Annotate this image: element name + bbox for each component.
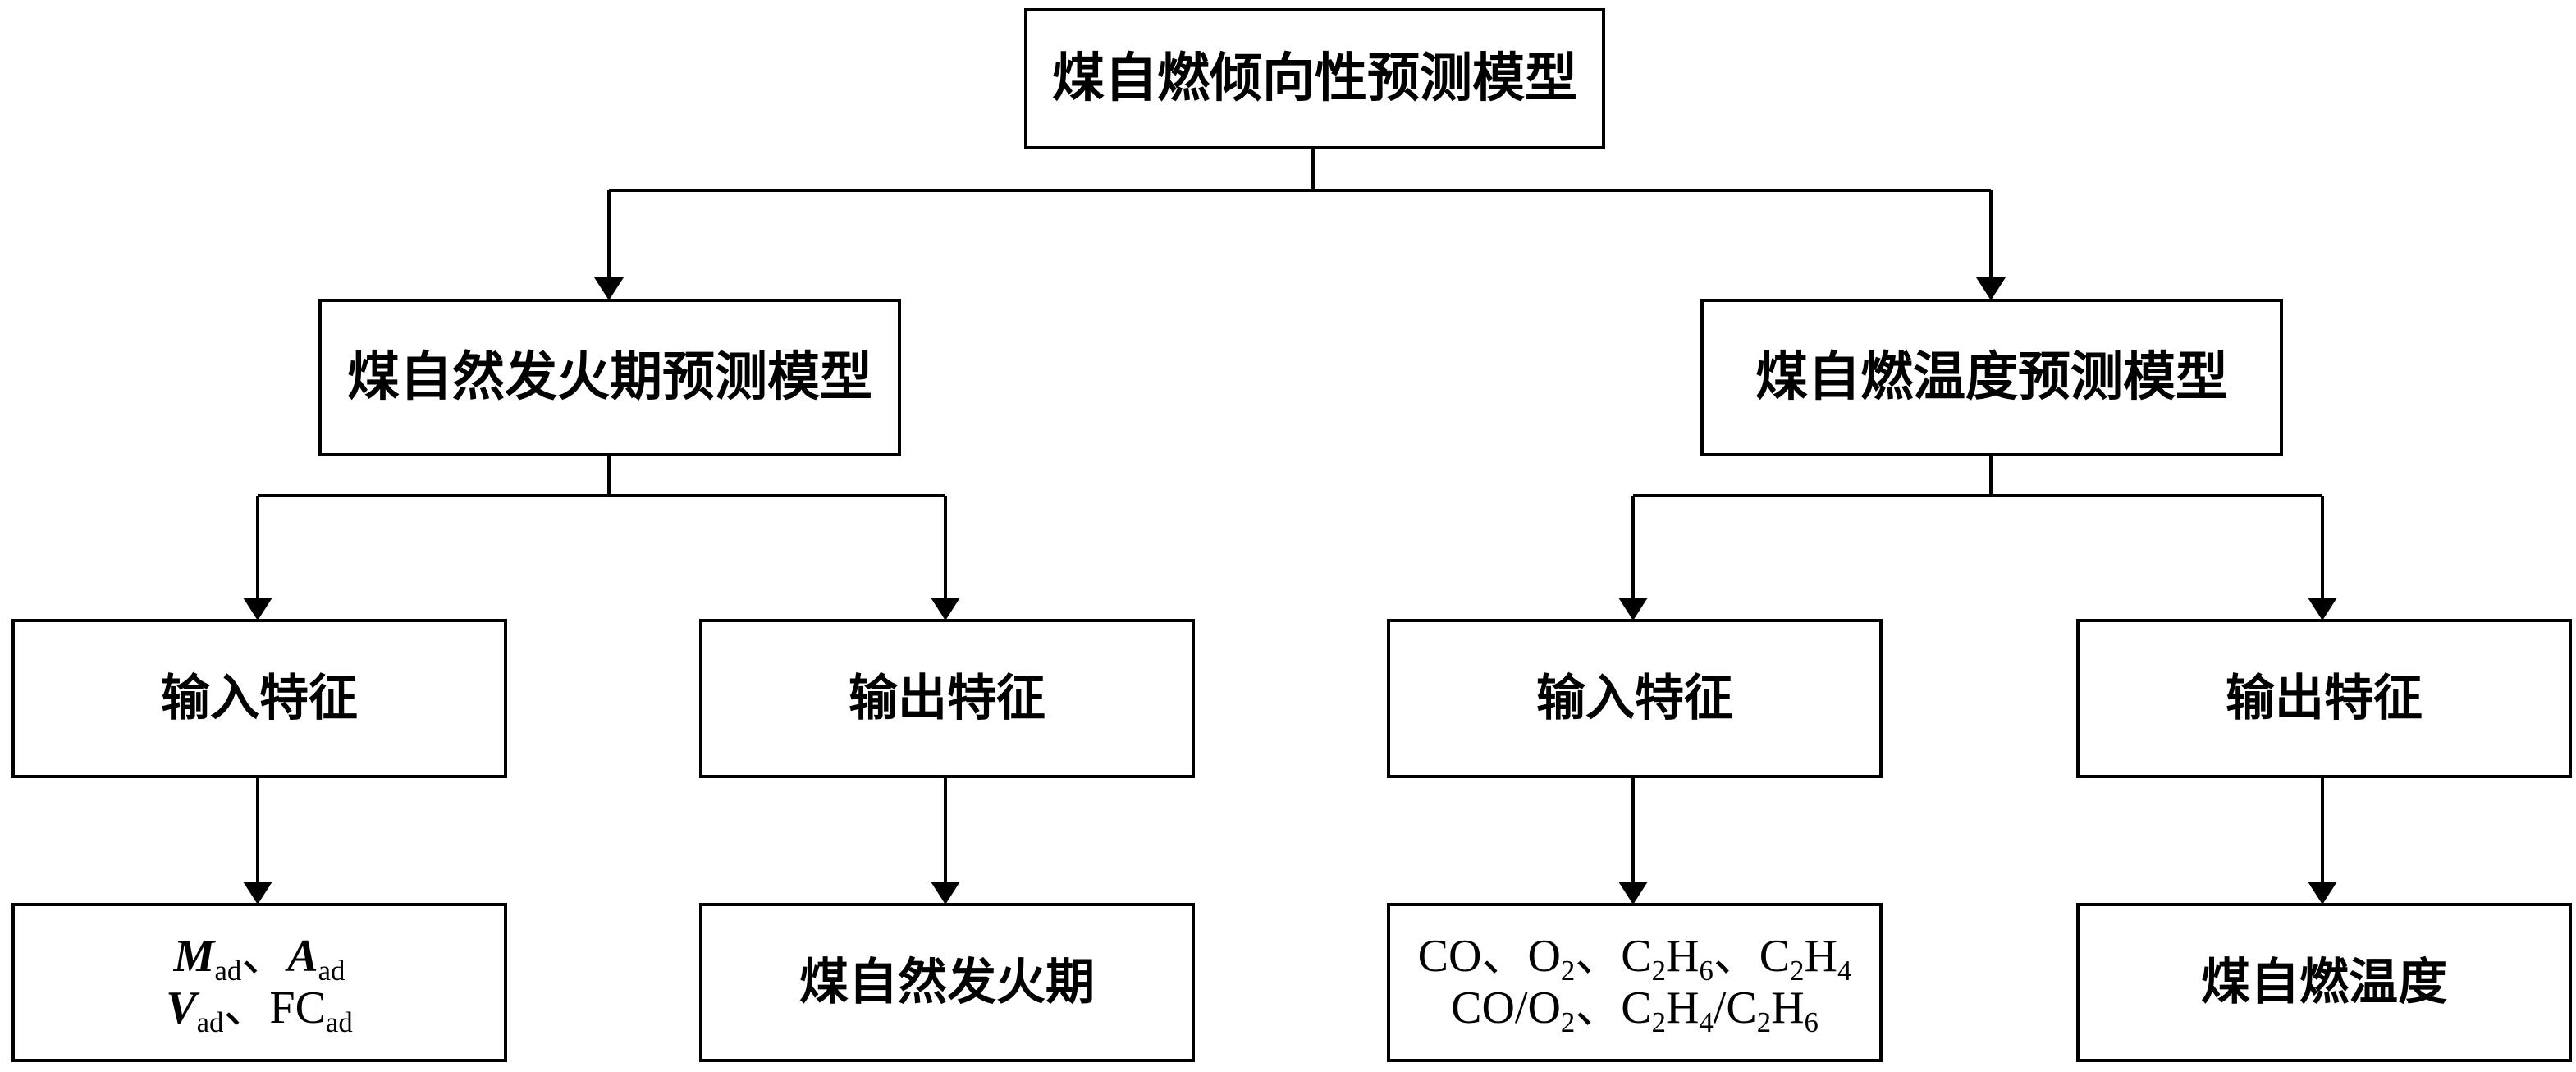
- arrowhead: [243, 882, 272, 905]
- subscript: 4: [1837, 955, 1852, 987]
- right-input-feature-node: 输入特征: [1387, 619, 1883, 778]
- ash-subscript: ad: [318, 955, 345, 987]
- moisture-symbol: M: [173, 931, 215, 983]
- left-output-feature-node: 输出特征: [699, 619, 1195, 778]
- fixed-carbon-symbol: FC: [269, 983, 326, 1033]
- left-output-value-label: 煤自然发火期: [799, 954, 1095, 1011]
- root-label: 煤自燃倾向性预测模型: [1052, 48, 1577, 109]
- arrowhead: [1618, 882, 1648, 905]
- arrowhead: [243, 598, 272, 621]
- right-model-node: 煤自燃温度预测模型: [1700, 299, 2283, 456]
- right-output-feature-label: 输出特征: [2226, 670, 2423, 727]
- arrowhead: [2308, 882, 2337, 905]
- left-input-feature-label: 输入特征: [161, 670, 358, 727]
- subscript: 2: [1560, 955, 1576, 987]
- root-node: 煤自燃倾向性预测模型: [1024, 8, 1605, 149]
- left-input-feature-node: 输入特征: [11, 619, 507, 778]
- subscript: 2: [1651, 955, 1666, 987]
- gas-text: CO/O: [1451, 983, 1561, 1033]
- fixed-carbon-subscript: ad: [325, 1006, 353, 1039]
- right-output-feature-node: 输出特征: [2076, 619, 2572, 778]
- subscript: 2: [1651, 1006, 1666, 1039]
- separator: 、: [223, 983, 270, 1033]
- right-input-values-line1: CO、O2、C2H6、C2H4: [1417, 931, 1852, 985]
- arrowhead: [594, 277, 624, 300]
- right-input-values-node: CO、O2、C2H6、C2H4 CO/O2、C2H4/C2H6: [1387, 903, 1883, 1062]
- volatile-subscript: ad: [196, 1006, 224, 1039]
- left-output-feature-label: 输出特征: [849, 670, 1045, 727]
- subscript: 2: [1756, 1006, 1772, 1039]
- left-input-values-line1: Mad、Aad: [173, 931, 345, 985]
- subscript: 2: [1560, 1006, 1576, 1039]
- gas-text: /C: [1713, 983, 1757, 1033]
- right-model-label: 煤自燃温度预测模型: [1755, 346, 2228, 408]
- gas-text: H: [1665, 983, 1700, 1033]
- arrowhead: [931, 882, 960, 905]
- separator: 、: [241, 931, 288, 983]
- arrowhead: [1976, 277, 2006, 300]
- right-input-feature-label: 输入特征: [1536, 670, 1733, 727]
- arrowhead: [2308, 598, 2337, 621]
- subscript: 4: [1699, 1006, 1714, 1039]
- arrowhead: [1618, 598, 1648, 621]
- ash-symbol: A: [287, 931, 318, 983]
- subscript: 2: [1790, 955, 1805, 987]
- right-output-value-label: 煤自燃温度: [2201, 954, 2447, 1011]
- left-model-label: 煤自然发火期预测模型: [347, 346, 872, 408]
- gas-text: CO、O: [1417, 931, 1561, 983]
- gas-text: H: [1804, 931, 1837, 983]
- volatile-symbol: V: [166, 983, 197, 1033]
- gas-text: 、C: [1713, 931, 1791, 983]
- gas-text: H: [1665, 931, 1700, 983]
- subscript: 6: [1804, 1006, 1819, 1039]
- left-input-values-line2: Vad、FCad: [166, 983, 352, 1037]
- left-input-values-node: Mad、Aad Vad、FCad: [11, 903, 507, 1062]
- right-output-value-node: 煤自燃温度: [2076, 903, 2572, 1062]
- gas-text: 、C: [1575, 983, 1652, 1033]
- gas-text: 、C: [1575, 931, 1652, 983]
- moisture-subscript: ad: [214, 955, 242, 987]
- left-model-node: 煤自然发火期预测模型: [318, 299, 901, 456]
- right-input-values-line2: CO/O2、C2H4/C2H6: [1451, 983, 1819, 1037]
- subscript: 6: [1699, 955, 1714, 987]
- left-output-value-node: 煤自然发火期: [699, 903, 1195, 1062]
- arrowhead: [931, 598, 960, 621]
- gas-text: H: [1771, 983, 1805, 1033]
